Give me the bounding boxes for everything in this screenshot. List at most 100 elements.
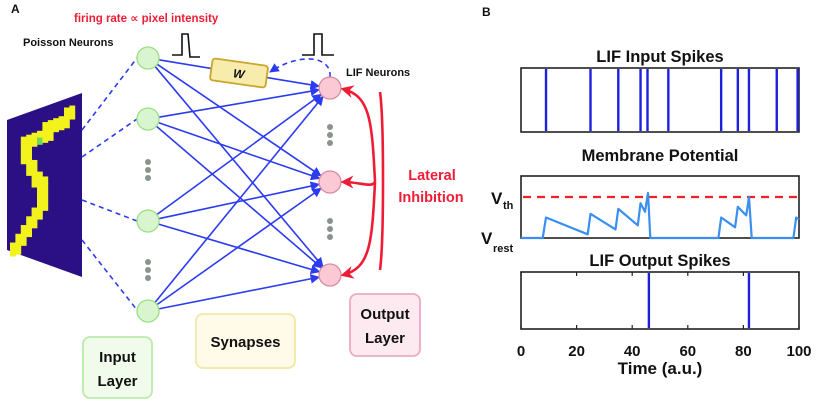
digit-pixel (31, 166, 38, 174)
inhibition-arrow (340, 181, 377, 279)
input-spikes-title: LIF Input Spikes (596, 48, 723, 66)
digit-pixel (47, 120, 54, 128)
digit-pixel (20, 225, 27, 233)
panel-b: B LIF Input Spikes Membrane Potential V … (481, 5, 812, 378)
digit-pixel (15, 233, 22, 241)
ellipsis-dot (145, 159, 151, 165)
dashed-link (81, 199, 138, 222)
membrane-title: Membrane Potential (582, 147, 739, 165)
digit-pixel (26, 148, 32, 156)
digit-pixel (20, 150, 27, 158)
input-pulse-icon (172, 33, 200, 58)
digit-pixel (20, 143, 27, 151)
digit-pixel (26, 155, 32, 163)
ellipsis-dot (327, 124, 333, 130)
input-layer-line2: Layer (97, 373, 137, 390)
digit-pixel (69, 112, 76, 120)
digit-pixel (31, 159, 38, 168)
digit-pixel (31, 180, 38, 188)
digit-pixel (58, 116, 65, 124)
digit-pixel (64, 121, 70, 129)
vth-label: V th (491, 189, 514, 212)
dashed-link (81, 118, 138, 158)
digit-pixel (42, 128, 49, 137)
poisson-neurons-label: Poisson Neurons (23, 37, 113, 49)
digit-pixel (26, 216, 32, 224)
x-tick-label: 80 (735, 343, 752, 360)
ellipsis-dots (145, 124, 333, 281)
stdp-feedback-arrow (269, 58, 331, 78)
output-spikes-frame (520, 271, 800, 330)
panel-b-label: B (482, 5, 491, 19)
input-neuron (136, 46, 160, 70)
digit-pixel (47, 133, 54, 141)
inhibition-arrow (340, 175, 377, 189)
digit-pixel (26, 141, 32, 149)
vrest-main: V (481, 229, 493, 248)
synapse (155, 125, 323, 269)
synapses-box: Synapses (195, 313, 296, 369)
digit-pixel (58, 123, 65, 131)
digit-pixel (37, 198, 43, 206)
digit-pixel (15, 240, 22, 248)
image-to-neuron-links (81, 57, 138, 311)
output-neurons (318, 76, 342, 287)
digit-pixel (31, 214, 38, 222)
digit-pixel (20, 238, 27, 246)
output-layer-line2: Layer (365, 330, 405, 347)
digit-pixel (42, 135, 49, 143)
digit-pixel (64, 114, 70, 122)
input-neuron (136, 107, 160, 131)
digit-pixel (53, 118, 59, 126)
digit-pixel (20, 136, 27, 144)
synapse (156, 93, 322, 216)
lif-neurons-label: LIF Neurons (346, 67, 410, 79)
digit-pixel (37, 205, 43, 213)
ellipsis-dot (327, 226, 333, 232)
digit-pixel (26, 134, 32, 142)
synapse (156, 63, 322, 177)
digit-pixel (64, 107, 70, 115)
synapse (158, 121, 321, 181)
membrane-plot (520, 175, 800, 240)
output-pulse-icon (302, 33, 334, 56)
x-tick-label: 40 (624, 343, 641, 360)
digit-pixel (42, 122, 49, 130)
input-layer-box: Input Layer (82, 336, 153, 399)
lateral-inhibition-arrows (340, 85, 385, 279)
x-tick-label: 0 (517, 343, 525, 360)
x-axis-label: Time (a.u.) (618, 359, 703, 378)
ellipsis-dot (145, 275, 151, 281)
panel-a: A firing rate ∝ pixel intensity Poisson … (7, 2, 464, 399)
digit-pixel (26, 223, 32, 231)
digit-pixel (42, 183, 49, 191)
digit-pixel (37, 171, 43, 179)
weight-label: W (232, 66, 247, 82)
digit-pixel (10, 249, 16, 257)
digit-pixel (42, 196, 49, 205)
input-spikes-frame (520, 67, 800, 133)
digit-pixel (42, 203, 49, 211)
digit-pixel (31, 173, 38, 181)
output-layer-box: Output Layer (349, 293, 421, 357)
vth-main: V (491, 189, 503, 208)
output-layer-line1: Output (360, 306, 409, 323)
digit-pixel (42, 190, 49, 198)
digit-pixel (26, 168, 32, 176)
synapse (158, 86, 321, 118)
ellipsis-dot (145, 267, 151, 273)
digit-pixel (37, 185, 43, 193)
dashed-link (81, 239, 138, 311)
dashed-link (81, 57, 138, 131)
output-neuron (318, 263, 342, 287)
panel-a-label: A (11, 2, 20, 16)
digit-pixel (42, 176, 49, 184)
digit-pixel (31, 207, 38, 215)
inhibition-label: Inhibition (398, 190, 463, 206)
ellipsis-dot (327, 132, 333, 138)
digit-pixel (37, 212, 43, 220)
synapse (158, 181, 321, 220)
digit-pixel (20, 231, 27, 240)
digit-pixel (53, 124, 59, 133)
